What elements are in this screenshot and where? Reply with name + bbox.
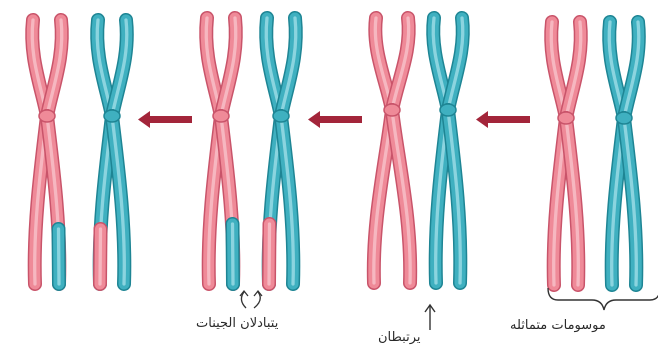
pink-chromosome bbox=[206, 18, 236, 284]
stage-arrow bbox=[138, 111, 192, 128]
pink-chromosome bbox=[374, 18, 410, 283]
stage-arrow bbox=[308, 111, 362, 128]
teal-chromosome bbox=[97, 20, 127, 284]
crossing-over-pointer-icon bbox=[240, 291, 262, 308]
teal-chromosome bbox=[609, 22, 639, 285]
synapsis-label: يرتبطان bbox=[378, 330, 421, 345]
crossing-over-label: يتبادلان الجينات bbox=[196, 316, 278, 331]
pink-chromosome bbox=[551, 22, 581, 285]
stage-arrow bbox=[476, 111, 530, 128]
homologous-bracket bbox=[548, 288, 658, 310]
pink-chromosome bbox=[32, 20, 62, 284]
teal-chromosome bbox=[433, 18, 463, 283]
homologous-chromosomes-label: موسومات متماثله bbox=[510, 318, 606, 333]
synapsis-pointer-icon bbox=[425, 305, 435, 330]
teal-chromosome bbox=[266, 18, 296, 284]
